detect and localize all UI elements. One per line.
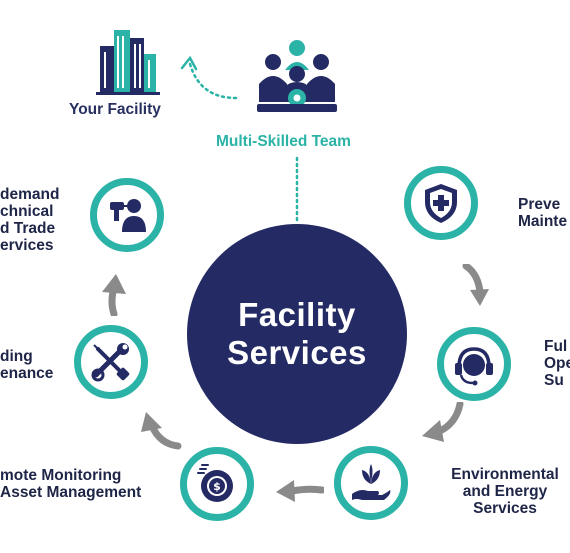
- arrow-building-to-ondemand: [102, 274, 126, 316]
- service-label-on-demand: demand chnical d Trade ervices: [0, 186, 60, 254]
- arrow-ops-to-environmental: [422, 402, 464, 442]
- service-node-on-demand: [90, 178, 164, 252]
- dotted-arrow-team-to-facility: [180, 55, 238, 100]
- service-label-remote: mote Monitoring Asset Management: [0, 467, 142, 501]
- hub-title-line2: Services: [227, 334, 367, 371]
- arrow-preventive-to-ops: [462, 264, 489, 306]
- shield-cross-icon: [425, 184, 457, 223]
- money-gear-icon: $: [197, 464, 233, 502]
- service-label-full-ops: Ful Ope Su: [544, 338, 570, 389]
- service-node-full-ops: [437, 327, 511, 401]
- service-label-preventive: Preve Mainte: [518, 196, 568, 230]
- service-node-building: [74, 325, 148, 399]
- svg-text:$: $: [213, 480, 221, 493]
- team-icon: [257, 40, 337, 112]
- facility-label: Your Facility: [69, 101, 161, 118]
- arrow-environmental-to-remote: [276, 480, 324, 502]
- hub-title-line1: Facility: [238, 296, 356, 333]
- hand-plant-icon: [352, 464, 391, 500]
- headset-operator-icon: [455, 347, 493, 386]
- service-node-preventive: [404, 166, 478, 240]
- service-node-remote: $: [180, 447, 254, 521]
- facility-group: Your Facility: [68, 24, 183, 124]
- building-icon: [96, 30, 160, 95]
- service-label-environmental: Environmental and Energy Services: [451, 466, 559, 517]
- technician-drill-icon: [110, 199, 146, 232]
- wrench-screwdriver-icon: [91, 343, 130, 382]
- dotted-connector: [295, 156, 299, 224]
- facility-services-hub: Facility Services: [187, 224, 407, 444]
- service-node-environmental: [334, 446, 408, 520]
- team-label: Multi-Skilled Team: [216, 133, 351, 150]
- arrow-remote-to-building: [141, 412, 182, 450]
- service-label-building: ding enance: [0, 348, 54, 382]
